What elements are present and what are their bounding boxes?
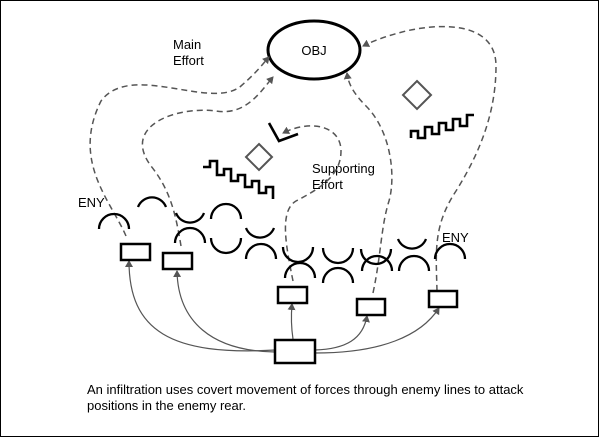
friendly-unit [427, 289, 459, 309]
friendly-unit [276, 285, 309, 305]
friendly-unit [119, 242, 152, 262]
enemy-label-right: ENY [442, 230, 469, 245]
objective-ellipse [266, 19, 362, 81]
main-effort-label-line2: Effort [173, 53, 204, 68]
movement-arrows [125, 260, 440, 354]
friendly-units [119, 242, 459, 365]
objective-label: OBJ [301, 43, 326, 58]
enemy-position-arc [360, 254, 394, 272]
enemy-position-arc [209, 237, 243, 255]
arrow-to-unit-1 [125, 260, 276, 352]
arrow-to-unit-5 [314, 307, 440, 354]
enemy-label-left: ENY [78, 195, 105, 210]
enemy-position-arc [283, 261, 317, 279]
enemy-position-arc [397, 254, 431, 272]
enemy-position-arc [321, 247, 355, 265]
enemy-position-arc [173, 226, 207, 244]
rear-obstacles [203, 79, 474, 199]
infiltration-routes [89, 25, 497, 294]
enemy-position-arc [244, 242, 278, 260]
friendly-unit [355, 297, 387, 317]
obstacle-zigzag [203, 159, 275, 199]
obstacle-zigzag [409, 113, 474, 140]
enemy-position-arc [209, 202, 243, 220]
bracket-obstacle [267, 122, 299, 143]
defended-position-diamond [244, 142, 274, 172]
diagram-caption: An infiltration uses covert movement of … [87, 382, 524, 413]
enemy-position-arc [321, 266, 355, 284]
enemy-position-arc [97, 212, 131, 230]
arrow-to-unit-3 [287, 303, 296, 340]
friendly-base-unit [273, 338, 317, 365]
enemy-position-arc [244, 227, 276, 239]
enemy-position-arc [359, 248, 393, 266]
route-main-effort [89, 56, 270, 237]
route-right [362, 25, 497, 292]
defended-position-diamond [401, 79, 433, 111]
route-main-effort-inner [141, 76, 274, 247]
enemy-position-arc [433, 242, 467, 260]
enemy-positions [97, 196, 467, 284]
arrow-to-unit-4 [314, 315, 370, 351]
route-supporting-effort [282, 125, 342, 282]
enemy-position-arc [136, 196, 168, 208]
enemy-position-arc [281, 246, 315, 264]
arrow-to-unit-2 [173, 270, 276, 353]
supporting-effort-label-line2: Effort [312, 177, 343, 192]
supporting-effort-label-line1: Supporting [312, 161, 375, 176]
friendly-unit [161, 251, 194, 271]
main-effort-label-line1: Main [173, 37, 201, 52]
enemy-position-arc [396, 238, 428, 250]
route-center [343, 72, 393, 294]
enemy-position-arc [174, 212, 206, 224]
